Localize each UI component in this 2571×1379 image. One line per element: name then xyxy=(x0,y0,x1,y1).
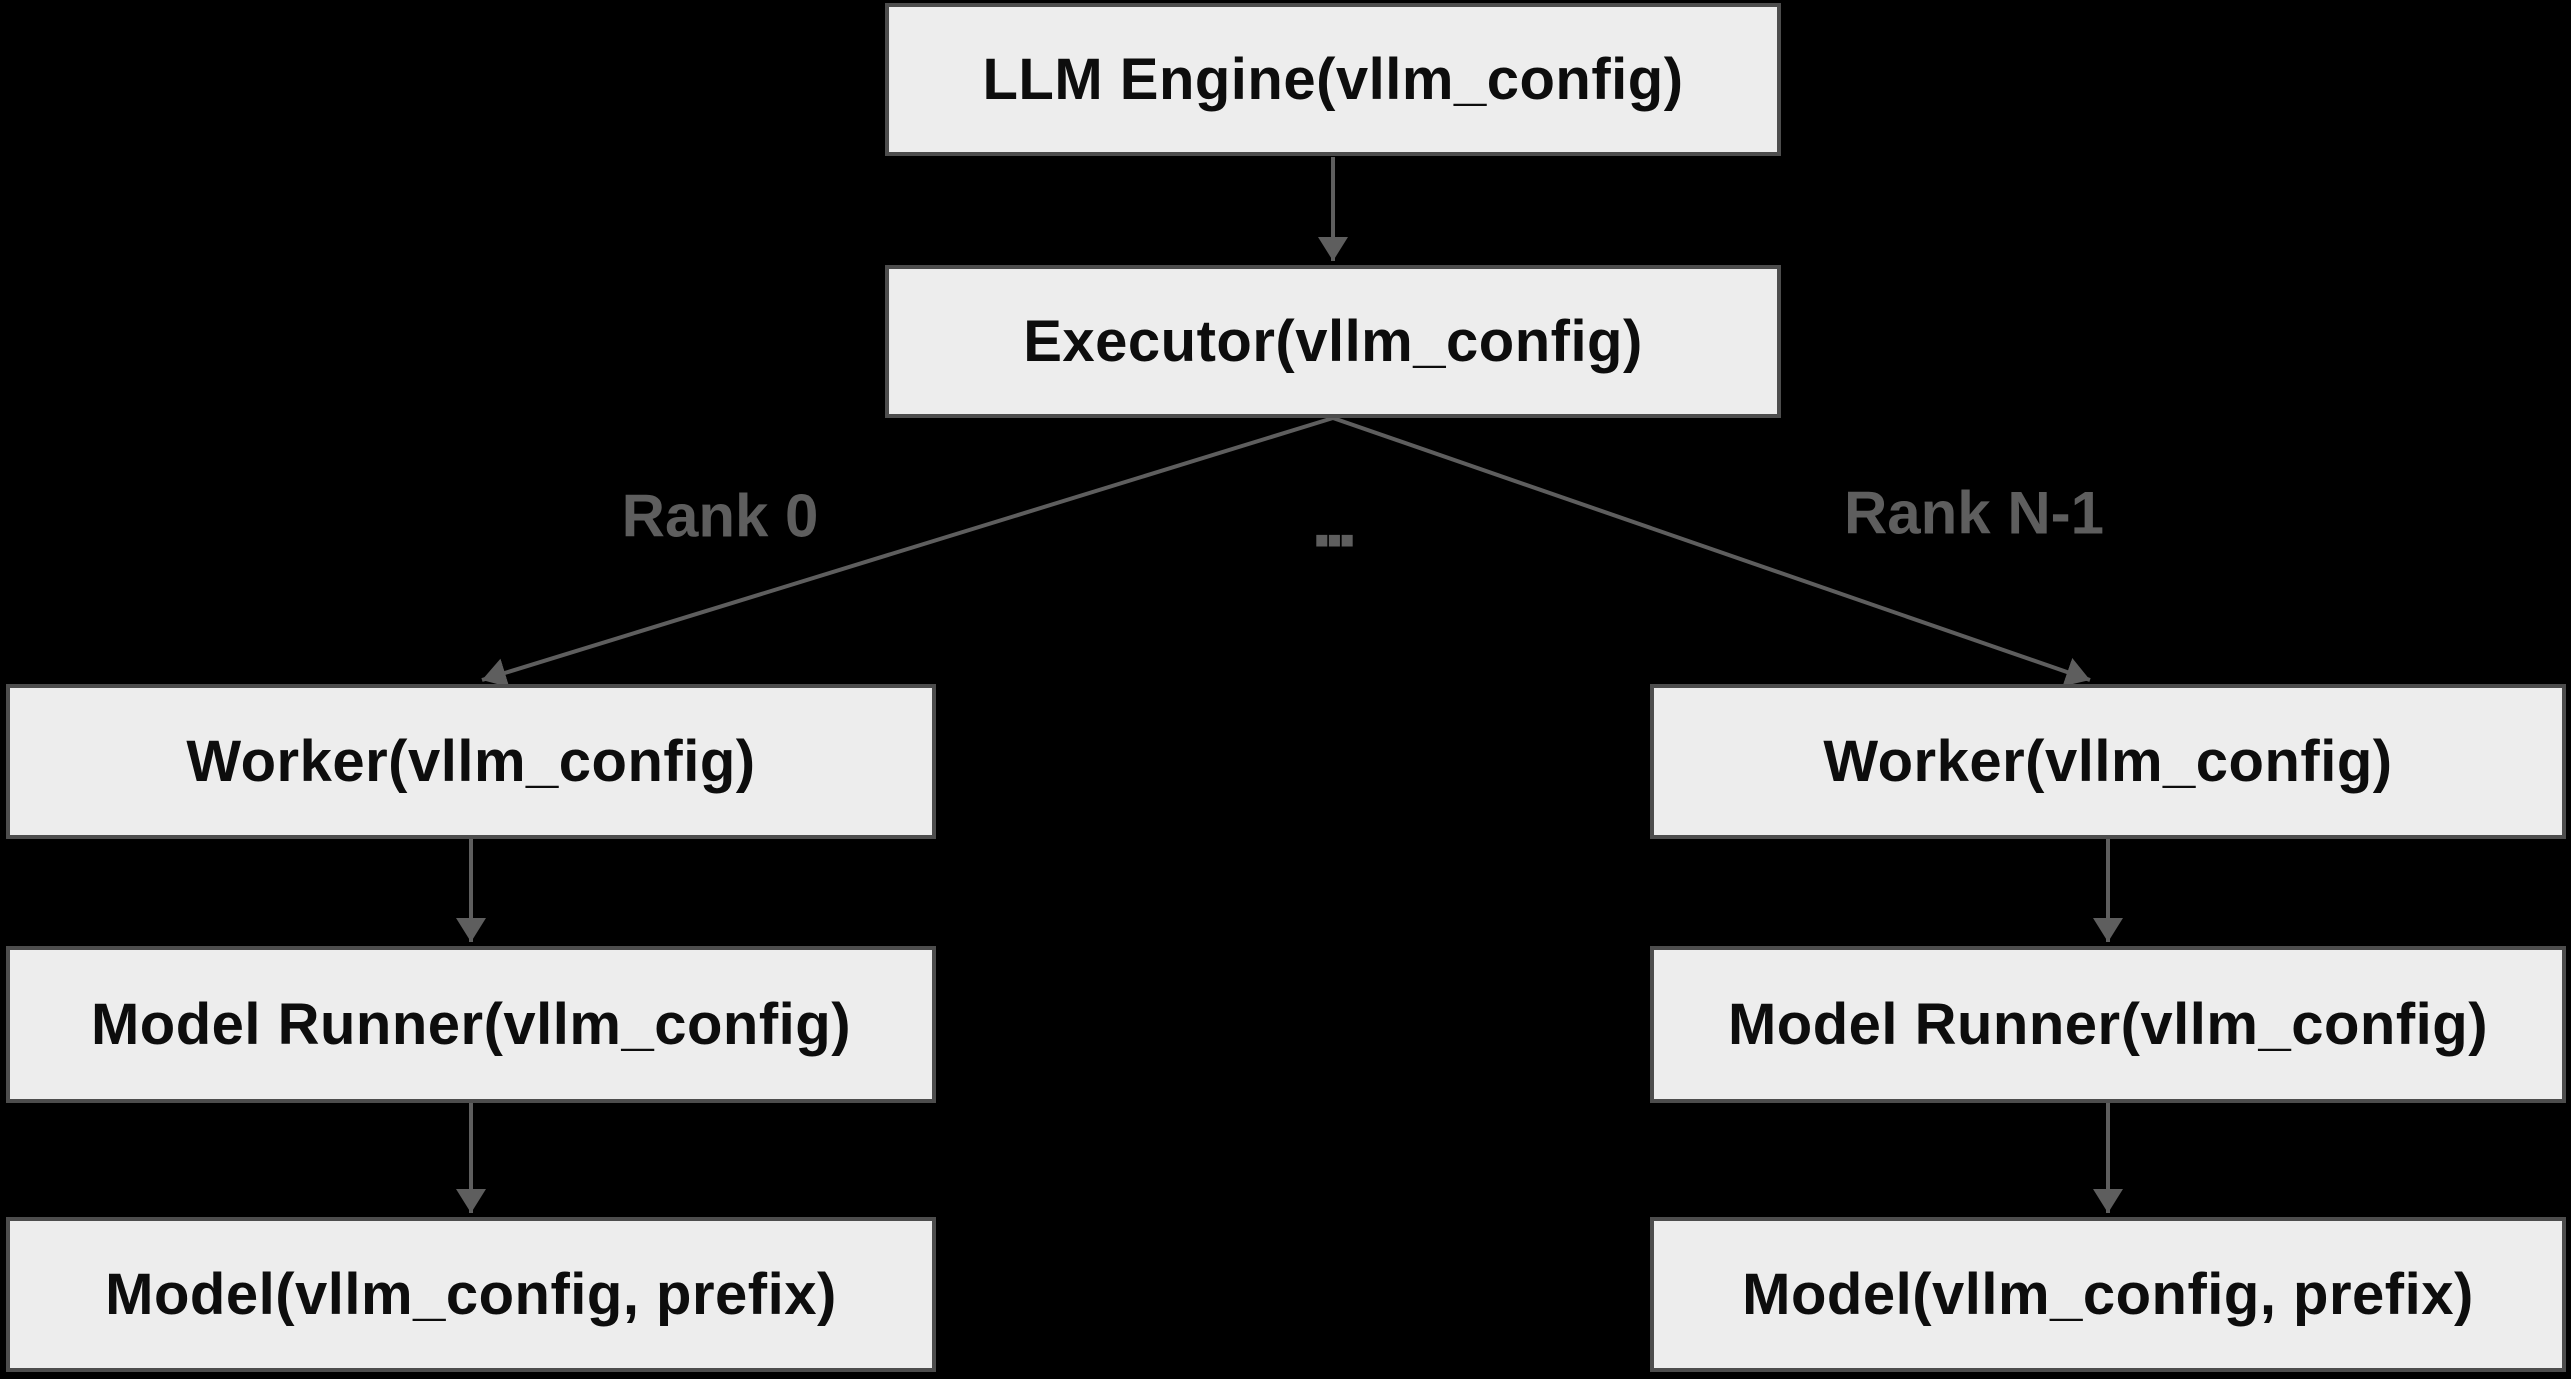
node-model-runner-rank-n: Model Runner(vllm_config) xyxy=(1650,946,2566,1103)
node-model-rank-n: Model(vllm_config, prefix) xyxy=(1650,1217,2566,1372)
node-model-runner-rank0: Model Runner(vllm_config) xyxy=(6,946,936,1103)
node-llm-engine: LLM Engine(vllm_config) xyxy=(885,3,1781,156)
edge-label-rank-n-1: Rank N-1 xyxy=(1843,479,2105,547)
node-model-rank0: Model(vllm_config, prefix) xyxy=(6,1217,936,1372)
edge-label-ellipsis: ... xyxy=(1310,475,1358,564)
node-executor: Executor(vllm_config) xyxy=(885,265,1781,418)
edge-label-rank-0: Rank 0 xyxy=(621,482,819,550)
edge-executor-to-worker-rank0 xyxy=(481,416,1334,688)
node-worker-rank0: Worker(vllm_config) xyxy=(6,684,936,839)
edge-executor-to-worker-rankn xyxy=(1332,416,2091,687)
node-worker-rank-n: Worker(vllm_config) xyxy=(1650,684,2566,839)
